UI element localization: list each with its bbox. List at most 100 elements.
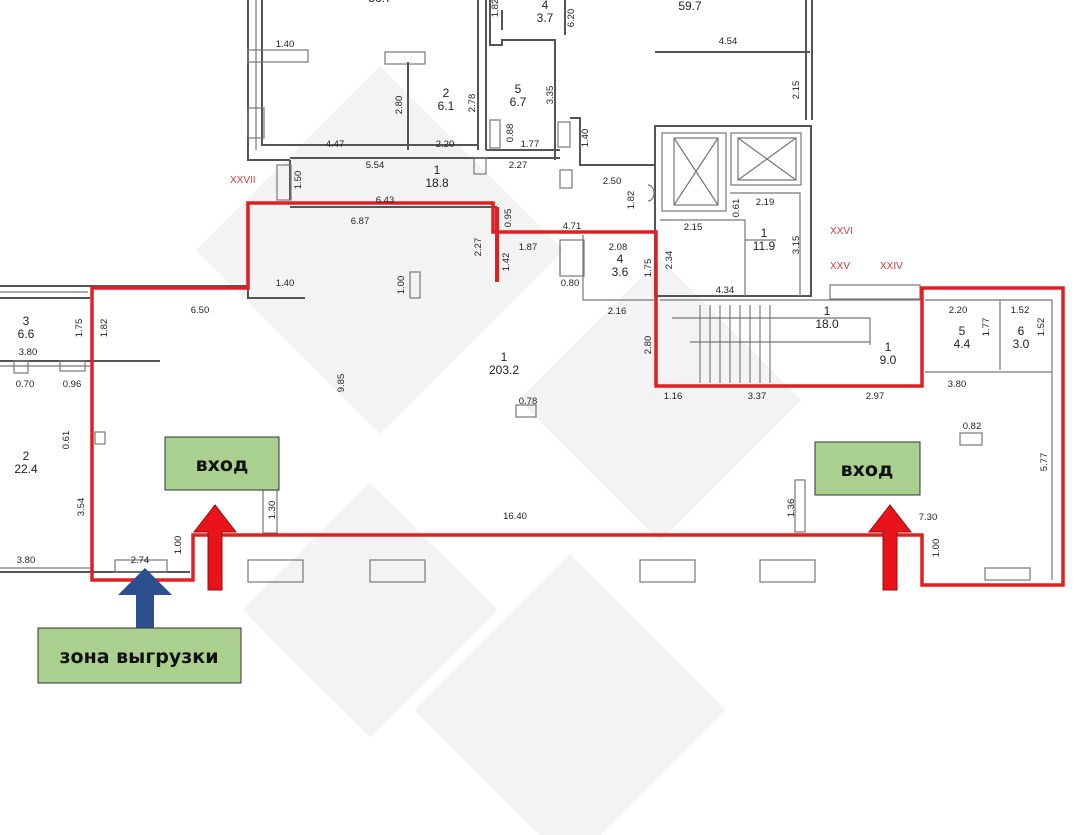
- room-number: 1: [885, 340, 892, 354]
- axis-mark: XXVI: [830, 226, 853, 237]
- dimension-label: 2.80: [394, 96, 405, 115]
- room-number: 6: [1018, 324, 1025, 338]
- room-area: 18.8: [425, 176, 449, 190]
- premises-outline: [90, 201, 1065, 587]
- dimension-label: 1.75: [74, 319, 85, 338]
- dimension-label: 6.20: [566, 9, 577, 28]
- watermark: [196, 66, 802, 835]
- dimension-label: 3.54: [76, 498, 87, 517]
- axis-mark: XXV: [830, 261, 850, 272]
- room-area: 6.1: [438, 99, 455, 113]
- dimension-label: 7.30: [919, 512, 938, 523]
- dimension-label: 2.34: [664, 251, 675, 270]
- dimension-label: 2.74: [131, 555, 150, 566]
- dimension-label: 1.42: [501, 253, 512, 272]
- room-area: 3.7: [537, 11, 554, 25]
- room-number: 4: [617, 252, 624, 266]
- dimension-label: 0.61: [731, 199, 742, 218]
- dimension-label: 2.15: [791, 81, 802, 100]
- dimension-label: 2.15: [684, 222, 703, 233]
- dimension-label: 2.16: [608, 306, 627, 317]
- dimension-label: 4.71: [563, 221, 582, 232]
- dimension-label: 5.77: [1039, 453, 1050, 472]
- dimension-label: 2.97: [866, 391, 885, 402]
- room-area: 6.6: [18, 327, 35, 341]
- plan-labels: 56.743.759.726.156.7118.843.6111.9118.01…: [14, 0, 1050, 566]
- room-area: 3.0: [1013, 337, 1030, 351]
- room-area: 6.7: [510, 95, 527, 109]
- dimension-label: 0.82: [963, 421, 982, 432]
- dimension-label: 5.54: [366, 160, 385, 171]
- dimension-label: 0.61: [61, 431, 72, 450]
- room-number: 1: [824, 304, 831, 318]
- entrance-callout-right: вход: [814, 441, 921, 496]
- dimension-label: 3.15: [791, 236, 802, 255]
- dimension-label: 16.40: [503, 511, 527, 522]
- room-number: 5: [515, 82, 522, 96]
- dimension-label: 3.37: [748, 391, 767, 402]
- dimension-label: 1.16: [664, 391, 683, 402]
- dimension-label: 1.40: [276, 39, 295, 50]
- dimension-label: 9.85: [336, 374, 347, 393]
- unloading-zone-label: зона выгрузки: [59, 646, 218, 668]
- dimension-label: 1.40: [580, 129, 591, 148]
- room-area: 11.9: [753, 239, 776, 253]
- dimension-label: 3.80: [948, 379, 967, 390]
- dimension-label: 3.80: [17, 555, 36, 566]
- entrance-arrow-left: [192, 504, 238, 591]
- dimension-label: 1.00: [396, 276, 407, 295]
- room-area: 18.0: [815, 317, 839, 331]
- dimension-label: 2.19: [756, 197, 775, 208]
- dimension-label: 2.27: [509, 160, 528, 171]
- walls: [0, 0, 1053, 583]
- entrance-label-right: вход: [841, 459, 894, 481]
- dimension-label: 1.82: [99, 319, 110, 338]
- dimension-label: 0.78: [519, 396, 538, 407]
- dimension-label: 6.87: [351, 216, 370, 227]
- dimension-label: 1.87: [519, 242, 538, 253]
- dimension-label: 1.00: [931, 539, 942, 558]
- dimension-label: 2.80: [643, 336, 654, 355]
- dimension-label: 0.88: [505, 124, 516, 143]
- room-area: 59.7: [678, 0, 702, 13]
- dimension-label: 1.00: [173, 536, 184, 555]
- room-number: 3: [23, 314, 30, 328]
- dimension-label: 2.50: [603, 176, 622, 187]
- entrance-label-left: вход: [196, 454, 249, 476]
- dimension-label: 3.35: [545, 86, 556, 105]
- room-area: 4.4: [954, 337, 971, 351]
- dimension-label: 1.77: [981, 318, 992, 337]
- room-number: 1: [761, 226, 768, 240]
- dimension-label: 6.43: [376, 195, 395, 206]
- room-area: 203.2: [489, 363, 519, 377]
- entrance-callout-left: вход: [164, 436, 280, 491]
- room-number: 2: [23, 449, 30, 463]
- dimension-label: 0.95: [503, 209, 514, 228]
- dimension-label: 1.30: [267, 501, 278, 520]
- dimension-label: 0.80: [561, 278, 580, 289]
- room-number: 1: [434, 163, 441, 177]
- dimension-label: 3.80: [19, 347, 38, 358]
- unloading-callout: зона выгрузки: [37, 627, 242, 684]
- dimension-label: 1.52: [1036, 318, 1047, 337]
- room-number: 4: [542, 0, 549, 12]
- dimension-label: 1.52: [1011, 305, 1030, 316]
- room-number: 5: [959, 324, 966, 338]
- dimension-label: 2.20: [436, 139, 455, 150]
- dimension-label: 1.82: [490, 0, 501, 17]
- dimension-label: 1.75: [643, 259, 654, 278]
- dimension-label: 2.20: [949, 305, 968, 316]
- dimension-label: 1.82: [626, 191, 637, 210]
- dimension-label: 1.77: [521, 139, 540, 150]
- dimension-label: 2.78: [467, 94, 478, 113]
- entrance-arrow-right: [867, 504, 913, 591]
- axis-mark: XXVII: [230, 175, 256, 186]
- dimension-label: 4.34: [716, 285, 735, 296]
- room-area: 56.7: [368, 0, 392, 5]
- dimension-label: 1.50: [293, 171, 304, 190]
- axis-mark: XXIV: [880, 261, 903, 272]
- dimension-label: 2.08: [609, 242, 628, 253]
- room-area: 22.4: [14, 462, 38, 476]
- dimension-label: 0.96: [63, 379, 82, 390]
